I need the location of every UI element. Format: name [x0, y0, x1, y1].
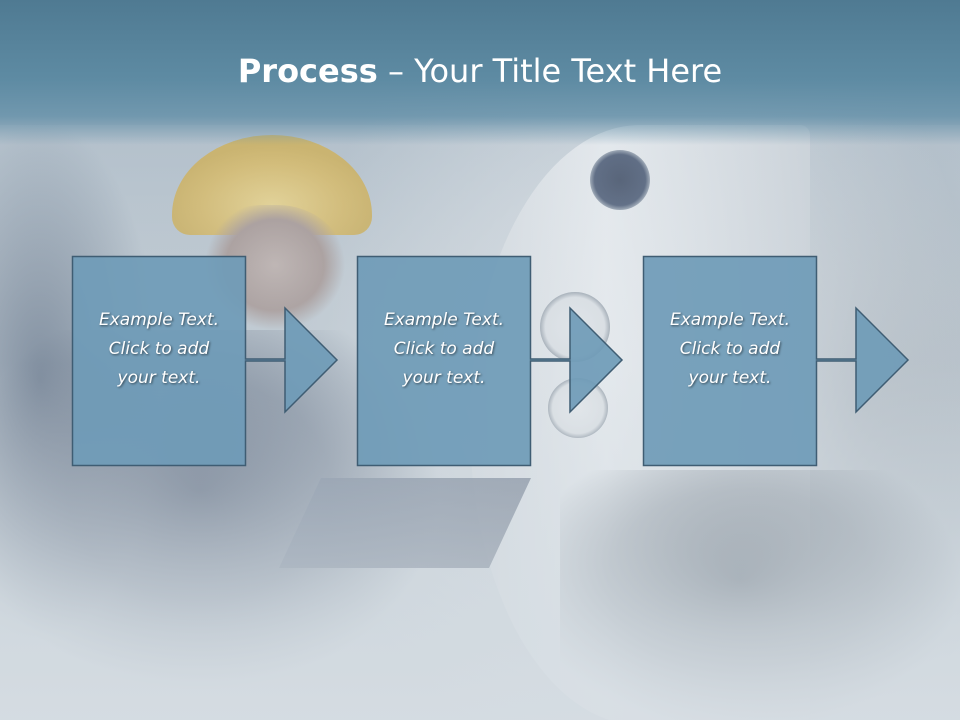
step-text-line: your text. — [688, 368, 772, 388]
step-arrow-shape — [71, 255, 339, 467]
title-band — [0, 0, 960, 145]
step-text-line: your text. — [402, 368, 486, 388]
arrow-body — [642, 255, 910, 467]
step-text-line: Click to add — [108, 339, 210, 359]
title-rest: – Your Title Text Here — [377, 52, 723, 90]
process-step-2[interactable]: Example Text. Click to add your text. — [356, 255, 627, 467]
step-text[interactable]: Example Text. Click to add your text. — [643, 306, 817, 393]
arrow-body — [356, 255, 624, 467]
step-text[interactable]: Example Text. Click to add your text. — [72, 306, 246, 393]
step-text-line: your text. — [117, 368, 201, 388]
step-text[interactable]: Example Text. Click to add your text. — [357, 306, 531, 393]
arrow-body — [71, 255, 339, 467]
title-bold: Process — [237, 52, 378, 90]
step-text-line: Example Text. — [383, 310, 505, 330]
step-text-line: Example Text. — [98, 310, 220, 330]
process-step-1[interactable]: Example Text. Click to add your text. — [71, 255, 342, 467]
step-arrow-shape — [642, 255, 910, 467]
step-arrow-shape — [356, 255, 624, 467]
slide-title[interactable]: Process – Your Title Text Here — [0, 52, 960, 90]
step-text-line: Click to add — [679, 339, 781, 359]
process-step-3[interactable]: Example Text. Click to add your text. — [642, 255, 913, 467]
step-text-line: Example Text. — [669, 310, 791, 330]
step-text-line: Click to add — [393, 339, 495, 359]
